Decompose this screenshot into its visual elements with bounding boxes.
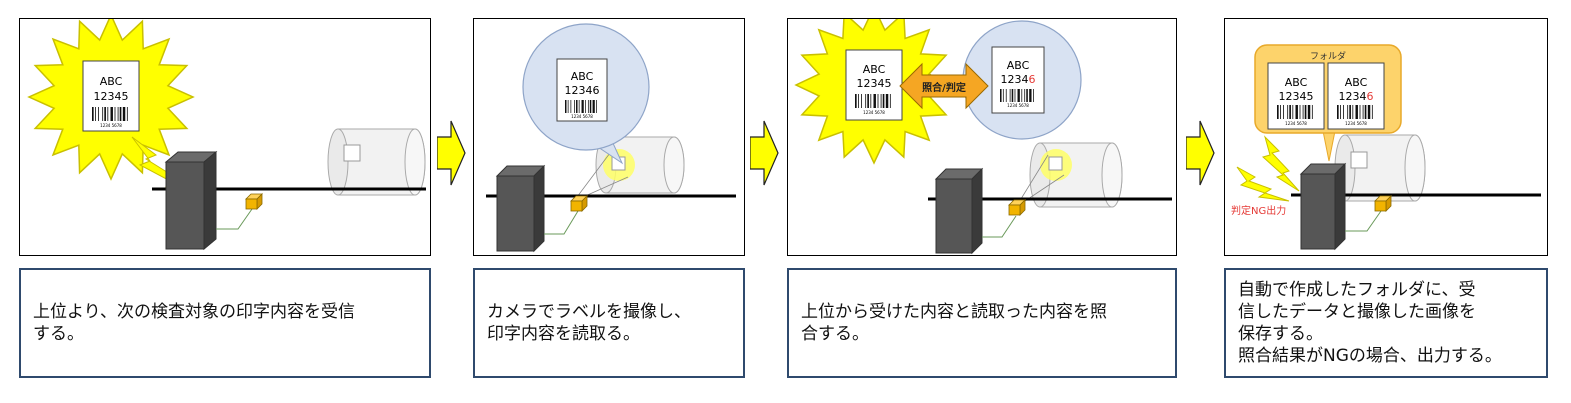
camera-icon	[1008, 199, 1026, 216]
step4-panel: フォルダ ABC 12345 1234 5678 ABC 12346 1234 …	[1224, 18, 1548, 256]
label-card: ABC 12345 1234 5678	[82, 60, 140, 132]
step3-illustration: ABC 12345 1234 5678 ABC 12346 1234 5678 …	[794, 19, 1172, 255]
barcode-number: 1234 5678	[571, 114, 593, 119]
camera-icon	[245, 193, 263, 210]
compare-label: 照合/判定	[922, 81, 966, 94]
bubble-label-line1: ABC	[571, 70, 594, 83]
camera-cable	[1345, 210, 1382, 232]
camera-cable	[216, 208, 253, 230]
label-line2: 12345	[857, 77, 892, 90]
step4-caption: 自動で作成したフォルダに、受 信したデータと撮像した画像を 保存する。 照合結果…	[1224, 268, 1548, 378]
controller-box	[1299, 162, 1347, 251]
step2-panel: ABC 12346 1234 5678	[473, 18, 745, 256]
step1-illustration: ABC 12345 1234 5678	[27, 19, 426, 251]
folder-callout: フォルダ ABC 12345 1234 5678 ABC 12346 1234 …	[1254, 44, 1402, 162]
label-line1: ABC	[1285, 76, 1308, 89]
step3-panel: ABC 12345 1234 5678 ABC 12346 1234 5678 …	[787, 18, 1177, 256]
lightning-bolt	[1261, 135, 1300, 192]
label-line2: 12345	[94, 90, 129, 103]
camera-icon	[570, 195, 588, 212]
bubble-label-line2: 12346	[565, 84, 600, 97]
barcode-number: 1234 5678	[1345, 121, 1367, 126]
step2-caption: カメラでラベルを撮像し、 印字内容を読取る。	[473, 268, 745, 378]
step2-illustration: ABC 12346 1234 5678	[486, 23, 736, 253]
label-line1: ABC	[863, 63, 886, 76]
compare-arrow: 照合/判定	[899, 62, 989, 110]
lightning-bolt	[1236, 166, 1290, 202]
controller-box	[934, 167, 984, 255]
barcode-icon	[1000, 89, 1034, 102]
label-line2-ng: 12346	[1001, 73, 1036, 86]
ng-output-label: 判定NG出力	[1231, 204, 1286, 217]
step1-panel: ABC 12345 1234 5678	[19, 18, 431, 256]
barcode-icon	[855, 94, 891, 108]
barcode-icon	[92, 107, 128, 121]
label-line1: ABC	[1345, 76, 1368, 89]
read-label-card: ABC 12346 1234 5678	[991, 46, 1045, 114]
label-line2-ng: 12346	[1339, 90, 1374, 103]
barcode-number: 1234 5678	[1285, 121, 1307, 126]
cylinder-target	[1029, 142, 1123, 208]
received-label-card: ABC 12345 1234 5678	[845, 49, 903, 121]
barcode-icon	[1337, 105, 1373, 119]
camera-icon	[1374, 195, 1392, 212]
flow-arrow-1	[437, 120, 466, 186]
flow-arrow-2	[750, 120, 779, 186]
label-line2: 12345	[1279, 90, 1314, 103]
folder-title: フォルダ	[1310, 50, 1346, 62]
camera-cable	[982, 215, 1017, 238]
controller-box	[164, 150, 218, 251]
controller-box	[495, 164, 546, 253]
step3-caption: 上位から受けた内容と読取った内容を照 合する。	[787, 268, 1177, 378]
cylinder-target	[327, 128, 426, 196]
flow-arrow-3	[1186, 120, 1215, 186]
barcode-icon	[1277, 105, 1313, 119]
label-line1: ABC	[1007, 59, 1030, 72]
camera-cable	[544, 210, 579, 235]
barcode-number: 1234 5678	[1007, 103, 1029, 108]
barcode-number: 1234 5678	[863, 110, 885, 115]
step4-illustration: フォルダ ABC 12345 1234 5678 ABC 12346 1234 …	[1231, 44, 1541, 251]
barcode-icon	[565, 100, 597, 113]
label-line1: ABC	[100, 75, 123, 88]
read-result-bubble: ABC 12346 1234 5678	[522, 23, 650, 165]
barcode-number: 1234 5678	[100, 123, 122, 128]
cylinder-target	[1334, 134, 1426, 202]
step1-caption: 上位より、次の検査対象の印字内容を受信 する。	[19, 268, 431, 378]
